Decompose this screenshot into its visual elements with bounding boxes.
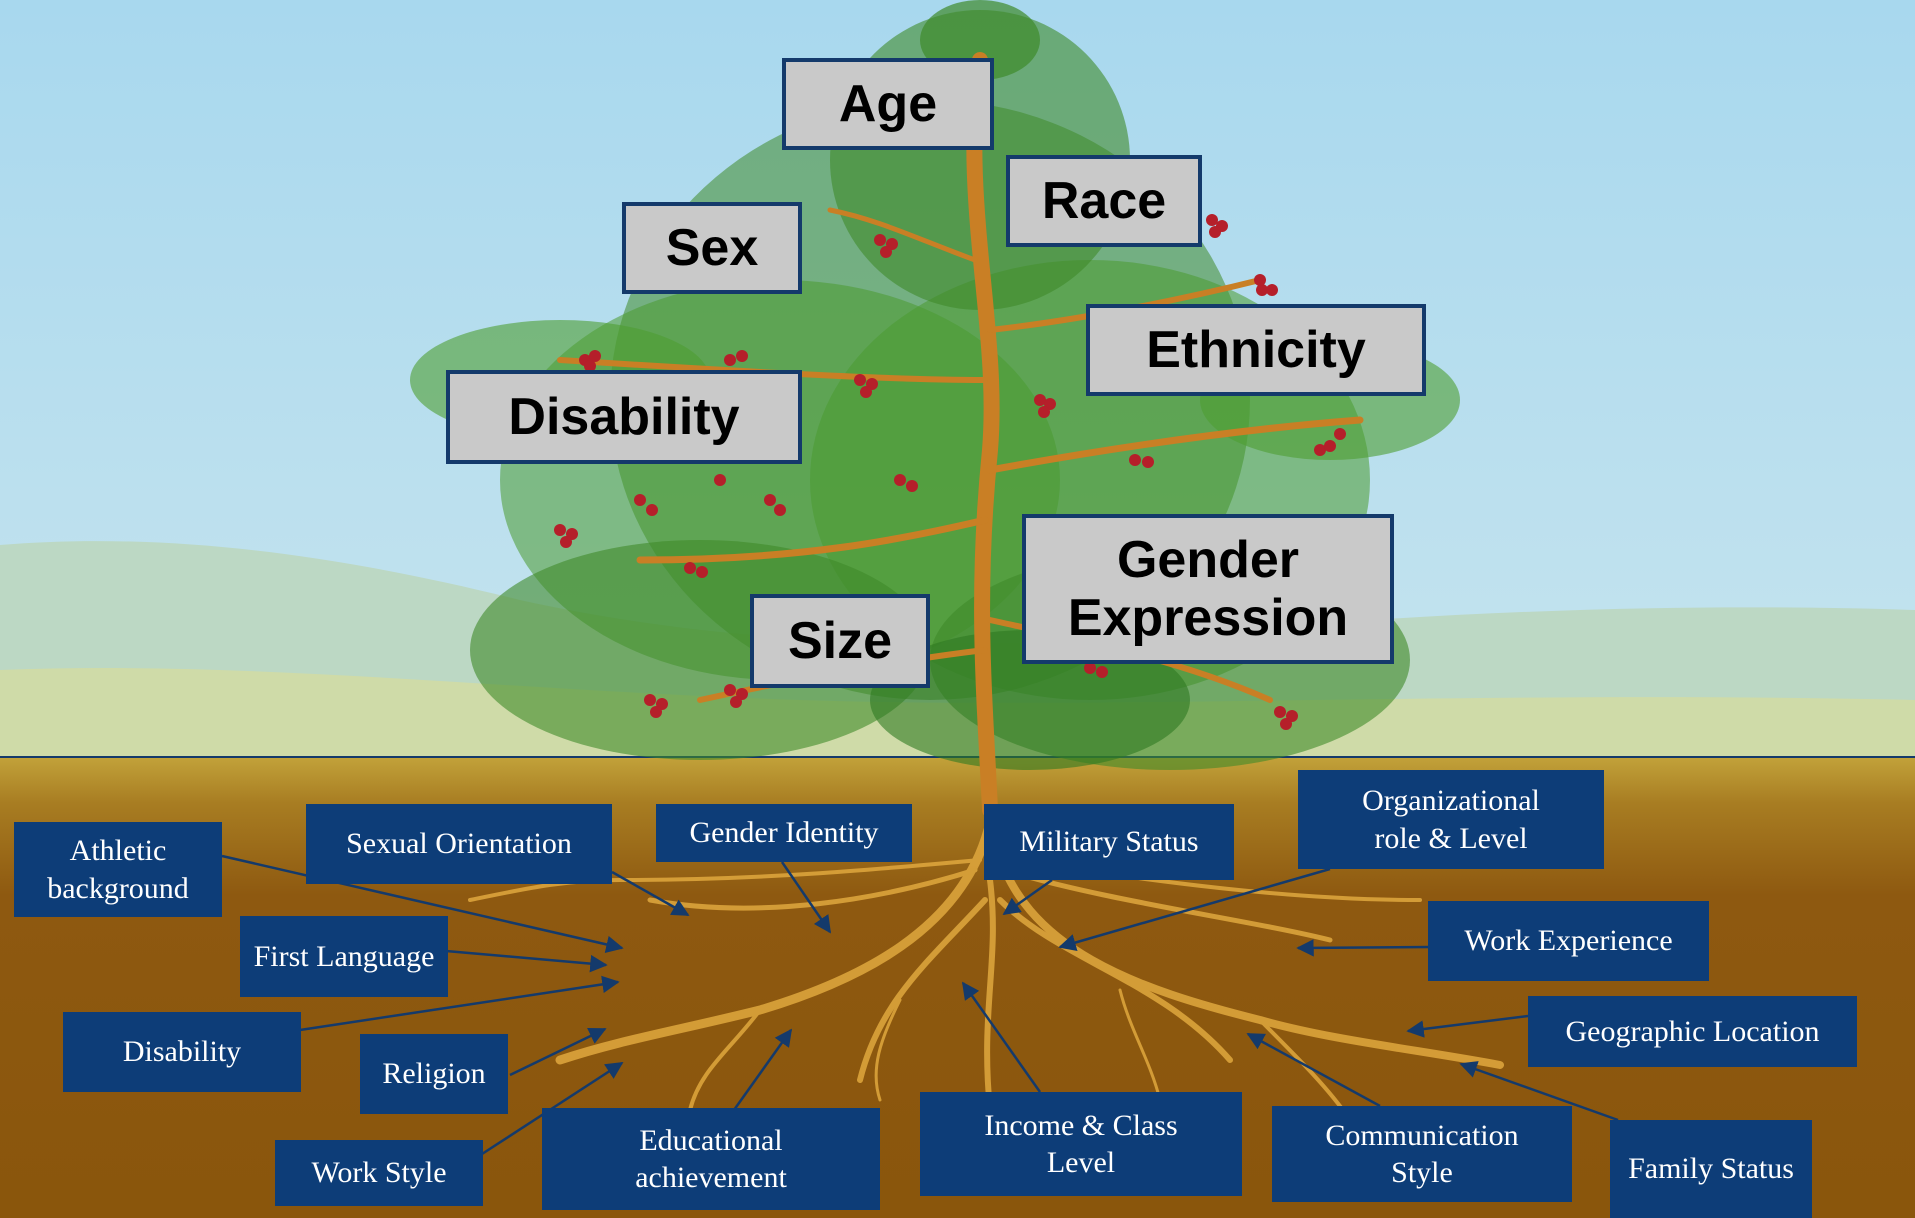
label-first-language: First Language xyxy=(240,916,448,997)
label-work-experience: Work Experience xyxy=(1428,901,1709,981)
arrow-geographic xyxy=(1406,1014,1529,1038)
label-organizational-role: Organizational role & Level xyxy=(1298,770,1604,869)
arrow-military xyxy=(1002,878,1053,916)
label-work-style-text: Work Style xyxy=(311,1156,447,1190)
arrow-family xyxy=(1459,1061,1619,1122)
label-athletic-background-text: Athletic background xyxy=(47,834,189,905)
label-disability: Disability xyxy=(446,370,802,464)
arrow-disability xyxy=(299,975,620,1032)
arrow-gender-identity xyxy=(780,861,832,934)
label-disability-text: Disability xyxy=(508,387,740,446)
label-sex-text: Sex xyxy=(665,218,759,277)
label-family-status: Family Status xyxy=(1610,1120,1812,1218)
label-educational-achievement-text: Educational achievement xyxy=(635,1123,787,1195)
label-geographic-location: Geographic Location xyxy=(1528,996,1857,1067)
label-race-text: Race xyxy=(1041,171,1167,230)
label-military-status-text: Military Status xyxy=(1019,825,1199,859)
arrow-athletic xyxy=(221,854,624,953)
label-age-text: Age xyxy=(838,74,938,133)
label-work-style: Work Style xyxy=(275,1140,483,1206)
label-gender-identity-text: Gender Identity xyxy=(689,816,879,850)
label-organizational-role-text: Organizational role & Level xyxy=(1362,784,1540,855)
label-communication-style: Communication Style xyxy=(1272,1106,1572,1202)
arrow-org-role xyxy=(1058,867,1331,952)
label-military-status: Military Status xyxy=(984,804,1234,880)
label-disability-below-text: Disability xyxy=(122,1035,242,1069)
arrow-income xyxy=(961,981,1042,1093)
arrow-sexual-orientation xyxy=(611,870,690,917)
label-size: Size xyxy=(750,594,930,688)
label-gender-identity: Gender Identity xyxy=(656,804,912,862)
berries xyxy=(554,214,1346,730)
label-athletic-background: Athletic background xyxy=(14,822,222,917)
label-sex: Sex xyxy=(622,202,802,294)
label-first-language-text: First Language xyxy=(253,939,435,973)
label-educational-achievement: Educational achievement xyxy=(542,1108,880,1210)
label-size-text: Size xyxy=(787,611,893,670)
label-income-class-text: Income & Class Level xyxy=(984,1108,1178,1180)
label-ethnicity: Ethnicity xyxy=(1086,304,1426,396)
label-work-experience-text: Work Experience xyxy=(1464,924,1673,958)
label-religion-text: Religion xyxy=(382,1057,486,1091)
label-age: Age xyxy=(782,58,994,150)
label-disability-below: Disability xyxy=(63,1012,301,1092)
roots xyxy=(468,825,1504,1122)
label-religion: Religion xyxy=(360,1034,508,1114)
label-ethnicity-text: Ethnicity xyxy=(1146,320,1366,379)
arrow-first-language xyxy=(445,949,608,973)
label-communication-style-text: Communication Style xyxy=(1325,1118,1519,1190)
label-geographic-location-text: Geographic Location xyxy=(1565,1014,1820,1048)
label-sexual-orientation: Sexual Orientation xyxy=(306,804,612,884)
label-gender-expression-text: Gender Expression xyxy=(1067,530,1349,647)
label-income-class: Income & Class Level xyxy=(920,1092,1242,1196)
label-gender-expression: Gender Expression xyxy=(1022,514,1394,664)
label-race: Race xyxy=(1006,155,1202,247)
label-family-status-text: Family Status xyxy=(1628,1152,1794,1186)
arrow-religion xyxy=(509,1027,607,1077)
label-sexual-orientation-text: Sexual Orientation xyxy=(346,827,572,861)
arrow-education xyxy=(732,1028,793,1111)
arrow-work-experience xyxy=(1296,939,1431,957)
arrow-communication xyxy=(1246,1032,1381,1108)
